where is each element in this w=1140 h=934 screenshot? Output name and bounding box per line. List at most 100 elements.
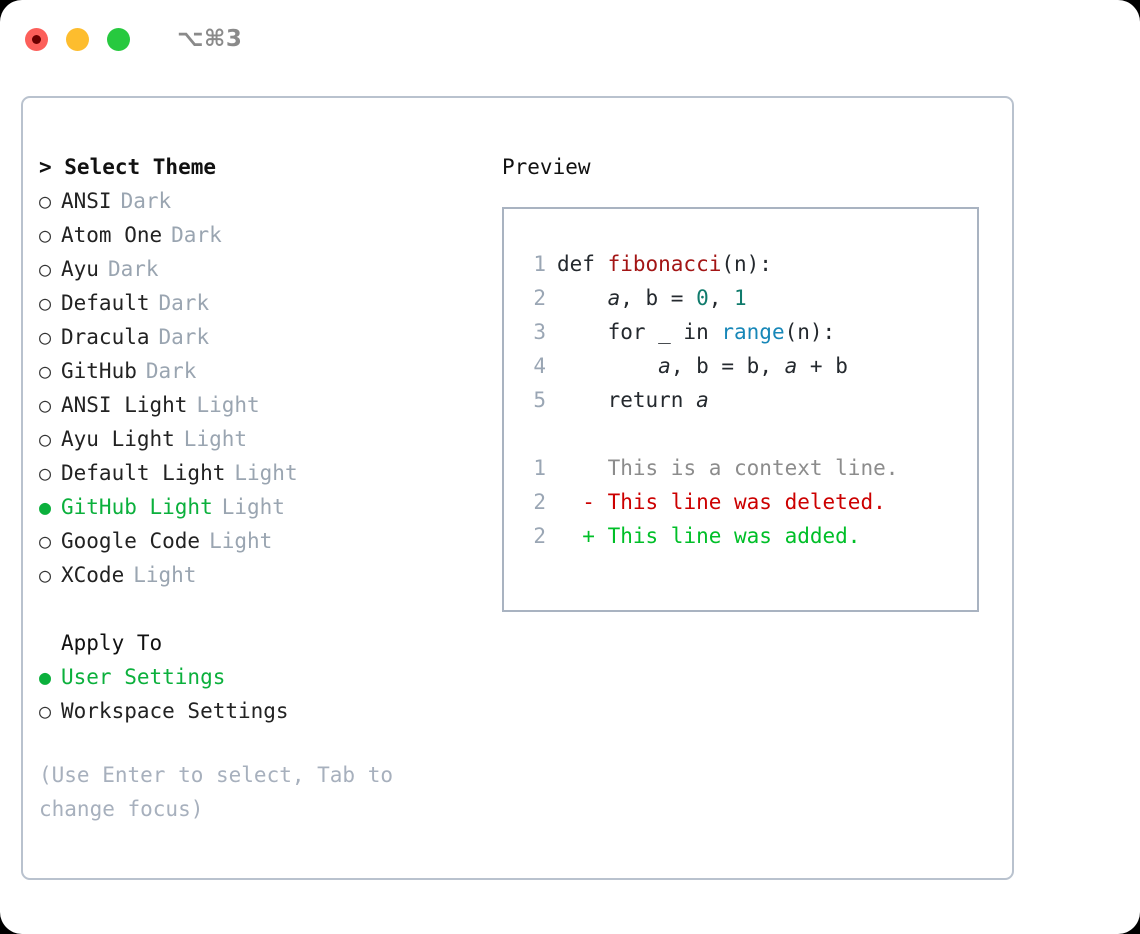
token-plain: , [708, 286, 735, 310]
select-theme-heading: > Select Theme [39, 155, 217, 179]
diff-text: This is a context line. [594, 456, 899, 480]
apply-to-option-label: User Settings [61, 665, 226, 689]
radio-unselected-icon: ○ [39, 393, 52, 417]
radio-unselected-icon: ○ [39, 325, 52, 349]
theme-item-label: GitHub [61, 359, 137, 383]
code-line: 1 def fibonacci(n): [520, 247, 977, 281]
theme-item-label: GitHub Light [61, 495, 213, 519]
token-plain: (n): [784, 320, 836, 344]
theme-variant-tag: Dark [145, 359, 197, 383]
token-plain: for _ in [557, 320, 722, 344]
radio-selected-icon: ● [39, 665, 52, 689]
theme-variant-tag: Dark [171, 223, 222, 247]
title-bar: ⌥⌘3 [0, 0, 1140, 78]
theme-item-label: ANSI [61, 189, 112, 213]
token-num: 0 [696, 286, 709, 310]
radio-unselected-icon: ○ [39, 427, 52, 451]
minimize-button-icon[interactable] [66, 27, 89, 51]
code-text: def fibonacci(n): [557, 247, 772, 281]
code-text: for _ in range(n): [557, 315, 836, 349]
theme-variant-tag: Dark [107, 257, 159, 281]
apply-to-option-workspace-settings[interactable]: ○Workspace Settings [39, 694, 479, 728]
diff-marker [557, 451, 595, 485]
token-plain: (n): [721, 252, 772, 276]
radio-unselected-icon: ○ [39, 223, 52, 247]
token-call: range [721, 320, 785, 344]
apply-to-options[interactable]: ● User Settings ○Workspace Settings [39, 660, 479, 728]
radio-unselected-icon: ○ [39, 291, 52, 315]
apply-to-heading: Apply To [61, 631, 163, 655]
token-num: 1 [734, 286, 747, 310]
code-line: 3 for _ in range(n): [520, 315, 977, 349]
apply-to-bullet-placeholder: ○ [39, 626, 61, 660]
token-plain: return [557, 388, 697, 412]
code-line: 4 a, b = b, a + b [520, 349, 977, 383]
theme-variant-tag: Light [196, 393, 260, 417]
radio-unselected-icon: ○ [39, 257, 52, 281]
radio-unselected-icon: ○ [39, 563, 52, 587]
token-var: a [658, 354, 671, 378]
theme-item-ansi-light[interactable]: ○ ANSI Light Light [39, 388, 479, 422]
theme-variant-tag: Light [221, 495, 285, 519]
theme-item-label: Ayu [61, 257, 99, 281]
token-var: a [607, 286, 621, 310]
theme-item-github[interactable]: ○ GitHub Dark [39, 354, 479, 388]
theme-item-xcode[interactable]: ○ XCode Light [39, 558, 479, 592]
apply-to-heading-row: ○ Apply To [39, 626, 479, 660]
code-diff-gap [520, 417, 977, 451]
theme-item-default[interactable]: ○ Default Dark [39, 286, 479, 320]
radio-unselected-icon: ○ [39, 529, 52, 553]
maximize-button-icon[interactable] [107, 27, 130, 51]
apply-to-option-user-settings[interactable]: ● User Settings [39, 660, 479, 694]
theme-item-label: Default [61, 291, 150, 315]
diff-line-added: 2 + This line was added. [520, 519, 977, 553]
token-var: a [696, 388, 709, 412]
theme-variant-tag: Light [133, 563, 197, 587]
token-var: a [784, 354, 798, 378]
line-number: 2 [533, 490, 546, 514]
line-number: 4 [533, 354, 546, 378]
line-number: 1 [533, 456, 546, 480]
theme-item-atom-one[interactable]: ○ Atom One Dark [39, 218, 479, 252]
theme-item-github-light[interactable]: ● GitHub Light Light [39, 490, 479, 524]
line-number: 2 [533, 286, 546, 310]
theme-variant-tag: Light [183, 427, 248, 451]
code-text: a, b = b, a + b [557, 349, 848, 383]
code-text: a, b = 0, 1 [557, 281, 747, 315]
theme-item-label: Default Light [61, 461, 226, 485]
window-controls [25, 27, 130, 51]
token-plain [557, 286, 608, 310]
token-plain: , b = [620, 286, 697, 310]
radio-unselected-icon: ○ [39, 359, 52, 383]
token-plain: + b [797, 354, 848, 378]
diff-marker: - [557, 490, 595, 514]
theme-item-label: XCode [61, 563, 125, 587]
radio-selected-icon: ● [39, 495, 52, 519]
line-number: 3 [533, 320, 546, 344]
theme-item-label: ANSI Light [61, 393, 188, 417]
radio-unselected-icon: ○ [39, 699, 52, 723]
close-button-icon[interactable] [25, 27, 48, 51]
token-func: fibonacci [607, 252, 722, 276]
line-number: 1 [533, 252, 546, 276]
diff-line-deleted: 2 - This line was deleted. [520, 485, 977, 519]
theme-item-ayu[interactable]: ○ Ayu Dark [39, 252, 479, 286]
code-line: 2 a, b = 0, 1 [520, 281, 977, 315]
diff-marker: + [557, 524, 595, 548]
keyboard-hint-text: (Use Enter to select, Tab to change focu… [39, 763, 394, 821]
radio-unselected-icon: ○ [39, 461, 52, 485]
diff-text: This line was added. [594, 524, 861, 548]
theme-item-label: Atom One [61, 223, 163, 247]
code-text: return a [557, 383, 709, 417]
line-number: 5 [533, 388, 546, 412]
theme-variant-tag: Dark [158, 291, 210, 315]
theme-item-label: Dracula [61, 325, 150, 349]
